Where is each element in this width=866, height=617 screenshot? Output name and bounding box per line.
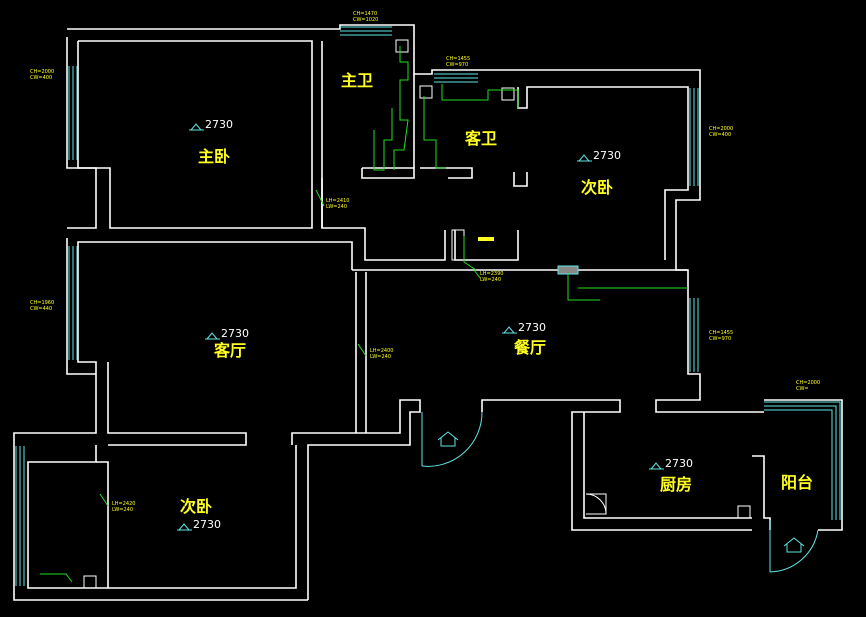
wall-dining-top (77, 241, 353, 422)
window-south-bed-west (15, 446, 25, 586)
wall-south-bed-outer (13, 422, 308, 601)
windows (15, 26, 841, 586)
svg-text:2730: 2730 (665, 457, 693, 470)
beam-tag-living: LH=2400 (370, 348, 393, 354)
window-guest-bath-top (434, 73, 478, 83)
room-labels: 主卧 主卫 客卫 次卧 客厅 餐厅 次卧 厨房 阳台 (180, 71, 813, 516)
level-marker-master-bedroom: 2730 (189, 118, 233, 131)
wall-living-bottom (107, 362, 247, 446)
window-tag-guest-bath-top-2: CW=970 (446, 62, 468, 68)
window-tag-dining-east-2: CW=970 (709, 336, 731, 342)
fixture-kitchen-corner (585, 493, 607, 515)
wall-second-bed-bottom (513, 172, 528, 187)
window-living-west (68, 246, 78, 360)
fixture-master-bath (395, 39, 409, 53)
window-tag-master-bath-top-2: CW=1020 (353, 17, 378, 23)
room-label-kitchen: 厨房 (660, 475, 692, 494)
svg-text:2730: 2730 (221, 327, 249, 340)
level-marker-kitchen: 2730 (649, 457, 693, 470)
beam-tags: LH=2410 LW=240 LH=2400 LW=240 LH=2390 LW… (112, 198, 503, 513)
wall-living-west-outer (66, 238, 96, 375)
wall-bath-bottom (361, 167, 415, 179)
entry-door (421, 411, 483, 467)
fixture-guest-bath-2 (501, 87, 515, 101)
window-tag-living-west: CH=1960 (30, 300, 54, 306)
beam-tag-master-bed-2: LW=240 (326, 204, 347, 210)
room-label-dining-room: 餐厅 (513, 338, 546, 357)
wall-living-bottom-right (291, 399, 421, 600)
annotation-lines (40, 46, 688, 583)
window-tag-living-west-2: CW=440 (30, 306, 52, 312)
room-label-guest-bath: 客卫 (465, 129, 497, 148)
beam-tag-living-2: LW=240 (370, 354, 391, 360)
window-master-bed-west (68, 66, 78, 160)
wall-guest-bath-bottom (420, 167, 473, 179)
doors (421, 411, 819, 573)
room-label-master-bath: 主卫 (341, 71, 373, 90)
level-marker-dining-room: 2730 (502, 321, 546, 334)
room-label-second-bedroom-east: 次卧 (581, 178, 613, 197)
level-marker-living-room: 2730 (205, 327, 249, 340)
fixture-kitchen (737, 505, 751, 519)
window-second-bed-east (689, 88, 699, 186)
fixture-dining (557, 265, 579, 275)
room-label-living-room: 客厅 (214, 341, 246, 360)
level-markers: 2730 2730 2730 2730 2730 2730 (177, 118, 693, 531)
wall-balcony (764, 399, 843, 531)
window-tag-dining-east: CH=1455 (709, 330, 733, 336)
window-dining-east (689, 298, 699, 372)
beam-tag-south-bed: LH=2420 (112, 501, 135, 507)
wall-east-outer (655, 87, 764, 413)
wall-second-bed-west (517, 86, 689, 260)
beam-tag-south-bed-2: LW=240 (112, 507, 133, 513)
beam-tag-dining-2: LW=240 (480, 277, 501, 283)
level-marker-second-bedroom-east: 2730 (577, 149, 621, 162)
wall-outer-nw (66, 37, 97, 229)
wall-kitchen (583, 412, 752, 519)
walls (13, 24, 843, 601)
wall-dining-south (481, 399, 752, 531)
fixtures (83, 39, 751, 589)
window-tag-balcony-east-2: CW= (796, 386, 809, 392)
svg-text:2730: 2730 (593, 149, 621, 162)
window-tag-master-bed-west-2: CW=400 (30, 75, 52, 81)
svg-text:2730: 2730 (193, 518, 221, 531)
room-label-balcony: 阳台 (781, 473, 813, 492)
window-tag-second-bed-east: CH=2000 (709, 126, 733, 132)
window-tag-master-bath-top: CH=1470 (353, 11, 377, 17)
fixture-corridor (451, 229, 465, 261)
beam-tag-master-bed: LH=2410 (326, 198, 349, 204)
window-tag-second-bed-east-2: CW=400 (709, 132, 731, 138)
svg-text:2730: 2730 (205, 118, 233, 131)
svg-text:2730: 2730 (518, 321, 546, 334)
fixture-guest-bath (419, 85, 433, 99)
beam-tag-dining: LH=2390 (480, 271, 503, 277)
wall-kitchen-right (752, 455, 771, 530)
window-tag-balcony-east: CH=2000 (796, 380, 820, 386)
window-master-bath-top (340, 26, 392, 36)
balcony-door (769, 520, 819, 573)
window-tag-master-bed-west: CH=2000 (30, 69, 54, 75)
level-marker-second-bedroom-south: 2730 (177, 518, 221, 531)
fixture-corridor-mark (478, 237, 494, 241)
window-tag-guest-bath-top: CH=1455 (446, 56, 470, 62)
window-balcony (764, 401, 841, 520)
fixture-south-bed (83, 575, 97, 589)
room-label-master-bedroom: 主卧 (198, 147, 230, 166)
wall-inner-master-bed (77, 40, 313, 229)
window-tags: CH=1470 CW=1020 CH=1455 CW=970 CH=2000 C… (30, 11, 820, 392)
wall-south-bed-divider (96, 461, 109, 588)
wall-corridor (454, 230, 519, 261)
room-label-second-bedroom-south: 次卧 (180, 497, 212, 516)
wall-outer-top (67, 24, 701, 87)
wall-south-bed-inner (27, 445, 297, 589)
